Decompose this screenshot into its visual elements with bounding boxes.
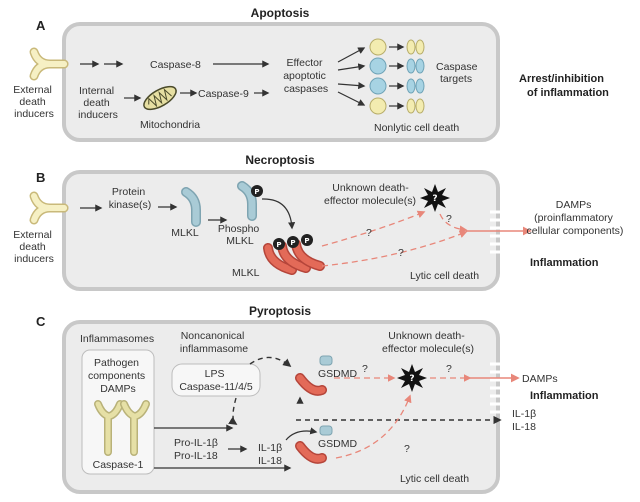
question-c3: ? [404, 443, 410, 455]
panel-a-letter: A [36, 18, 46, 33]
protein-kinase-label: Protein kinase(s) [109, 186, 152, 211]
phospho-mlkl-label: Phospho MLKL [218, 223, 262, 247]
unknown-effector-star-icon-c: ? [397, 364, 427, 392]
question-c2: ? [446, 363, 452, 375]
inflammasomes-label: Inflammasomes [80, 333, 154, 345]
gsdmd-top-label: GSDMD [318, 368, 358, 380]
panel-b: B Necroptosis External death inducers Pr… [13, 153, 624, 291]
il-out-label: IL-1β IL-18 [512, 408, 539, 433]
effector-label: Effector apoptotic caspases [283, 57, 329, 95]
lytic-label-b: Lytic cell death [410, 270, 479, 282]
external-inducers-label: External death inducers [13, 84, 54, 120]
question-b1: ? [366, 227, 372, 239]
panel-c-cell-frame [62, 320, 500, 494]
caspase8-label: Caspase-8 [150, 59, 201, 71]
question-b2: ? [398, 247, 404, 259]
mitochondria-icon [143, 85, 177, 111]
arrow-b4 [261, 198, 296, 230]
mlkl-oligomer-icon: P P P [263, 234, 325, 275]
unknown-effector-label-b: Unknown death- effector molecule(s) [324, 182, 416, 207]
panel-b-letter: B [36, 170, 45, 185]
internal-inducers-label: Internal death inducers [78, 85, 118, 121]
caspase1-label: Caspase-1 [93, 459, 144, 471]
dashed-arrow-b2 [321, 230, 468, 267]
nonlytic-label: Nonlytic cell death [374, 122, 459, 134]
external-inducers-label-b: External death inducers [13, 229, 54, 265]
panel-c-outcome: Inflammation [530, 390, 599, 402]
arrow-a8 [337, 63, 366, 71]
dashed-arrow-c5 [335, 394, 412, 459]
phospho-p-icon: P [251, 185, 263, 197]
dashed-arrow-b3 [439, 213, 468, 234]
lps-box [171, 363, 261, 397]
noncanonical-label: Noncanonical inflammasome [180, 330, 248, 355]
panel-b-title: Necroptosis [245, 153, 315, 167]
pathogen-label: Pathogen components DAMPs [88, 357, 148, 395]
panel-c-title: Pyroptosis [249, 304, 311, 318]
gsdmd-top-icon [295, 355, 333, 396]
svg-text:P: P [304, 237, 309, 245]
unknown-effector-star-icon: ? [420, 184, 450, 212]
damps-label-c: DAMPs [522, 373, 558, 385]
caspase-targets-label: Caspase targets [436, 61, 480, 85]
question-c1: ? [362, 363, 368, 375]
external-receptor-icon-b [34, 196, 64, 220]
gsdmd-bottom-label: GSDMD [318, 438, 358, 450]
svg-text:?: ? [432, 194, 437, 204]
mlkl-label: MLKL [171, 227, 199, 239]
panel-a: A Apoptosis External death inducers Casp… [13, 6, 609, 142]
mitochondria-label: Mitochondria [140, 119, 200, 131]
caspase1-dimer-icon [94, 400, 150, 456]
pro-il-label: Pro-IL-1β Pro-IL-18 [174, 437, 221, 462]
arrow-a10 [337, 91, 366, 106]
panel-c: C Pyroptosis Inflammasomes Pathogen comp… [36, 304, 599, 494]
unknown-effector-label-c: Unknown death- effector molecule(s) [382, 330, 474, 355]
cleaved-target-halves [406, 39, 425, 114]
question-b3: ? [446, 213, 452, 225]
panel-c-membrane-pores [490, 362, 506, 414]
panel-a-outcome: Arrest/inhibition of inflammation [519, 73, 609, 99]
mlkl-oligomer-label: MLKL [232, 267, 260, 279]
panel-a-title: Apoptosis [251, 6, 310, 20]
il-label: IL-1β IL-18 [258, 442, 285, 467]
svg-text:?: ? [409, 374, 414, 384]
panel-c-letter: C [36, 314, 46, 329]
arrow-c-il-gsdmd [285, 427, 318, 441]
dashed-arrow-c2 [228, 397, 238, 425]
lps-label: LPS Caspase-11/4/5 [179, 368, 253, 393]
arrow-a9 [337, 81, 366, 90]
svg-text:P: P [290, 239, 295, 247]
phospho-mlkl-fill [238, 182, 256, 220]
damps-label-b: DAMPs (proinflammatory cellular componen… [527, 199, 624, 237]
panel-b-membrane-pores [490, 210, 506, 254]
panel-a-cell-frame [62, 22, 500, 142]
svg-text:P: P [276, 241, 281, 249]
lytic-label-c: Lytic cell death [400, 473, 469, 485]
gsdmd-bottom-icon [295, 425, 333, 464]
caspase-target-circles [369, 38, 387, 115]
dashed-arrow-c1 [249, 356, 292, 368]
dashed-arrow-b1 [321, 210, 426, 247]
arrow-a7 [337, 47, 366, 63]
panel-b-outcome: Inflammation [530, 257, 599, 269]
caspase9-label: Caspase-9 [198, 88, 249, 100]
mlkl-shape-fill [182, 188, 200, 226]
external-receptor-icon [34, 52, 64, 76]
svg-text:P: P [254, 188, 259, 196]
